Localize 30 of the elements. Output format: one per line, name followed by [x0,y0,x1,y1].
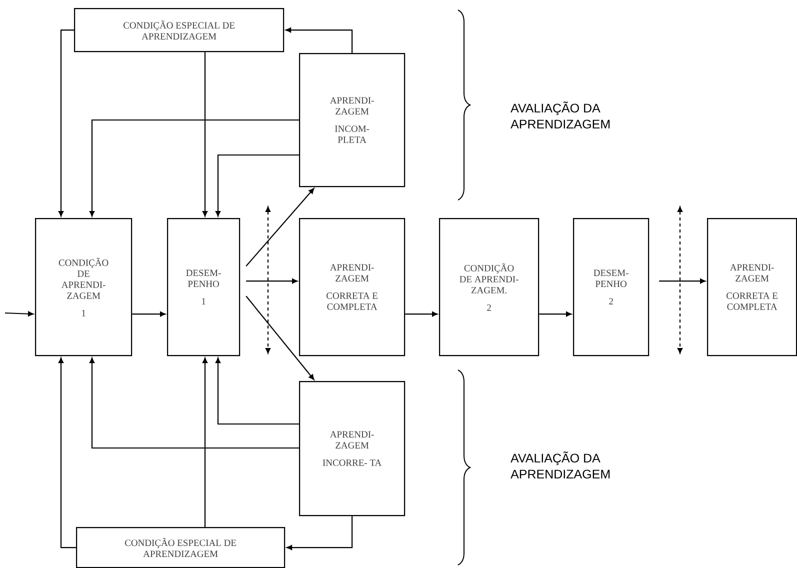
process-box: APRENDI- ZAGEM INCORRE- TA [299,381,406,516]
arrow [405,312,438,317]
arrow [246,278,298,284]
arrow [215,154,299,217]
bracket-label: AVALIAÇÃO DA APRENDIZAGEM [510,451,610,479]
arrow [246,188,314,266]
arrow [58,358,76,548]
arrow [286,28,353,53]
arrow [286,516,353,550]
process-box: CONDIÇÃO DE APRENDI- ZAGEM. 2 [439,218,540,356]
arrow [215,358,299,425]
arrow [202,52,208,217]
process-box: APRENDI- ZAGEM INCOM- PLETA [299,53,406,188]
arrow [202,358,208,527]
arrow [4,311,34,316]
arrow [659,278,706,284]
process-box: CONDIÇÃO ESPECIAL DE APRENDIZAGEM [76,527,286,568]
arrow [132,312,166,317]
process-box: APRENDI- ZAGEM CORRETA E COMPLETA [707,218,797,356]
arrow [89,358,299,449]
arrow [539,312,572,317]
process-box: CONDIÇÃO ESPECIAL DE APRENDIZAGEM [74,8,284,52]
arrow [246,296,314,380]
process-box: DESEM- PENHO 1 [167,218,240,356]
arrow [58,30,74,217]
process-box: DESEM- PENHO 2 [573,218,650,356]
arrow [89,119,299,217]
bracket-label: AVALIAÇÃO DA APRENDIZAGEM [510,101,610,129]
process-box: APRENDI- ZAGEM CORRETA E COMPLETA [299,218,406,356]
process-box: CONDIÇÃO DE APRENDI- ZAGEM 1 [35,218,132,356]
